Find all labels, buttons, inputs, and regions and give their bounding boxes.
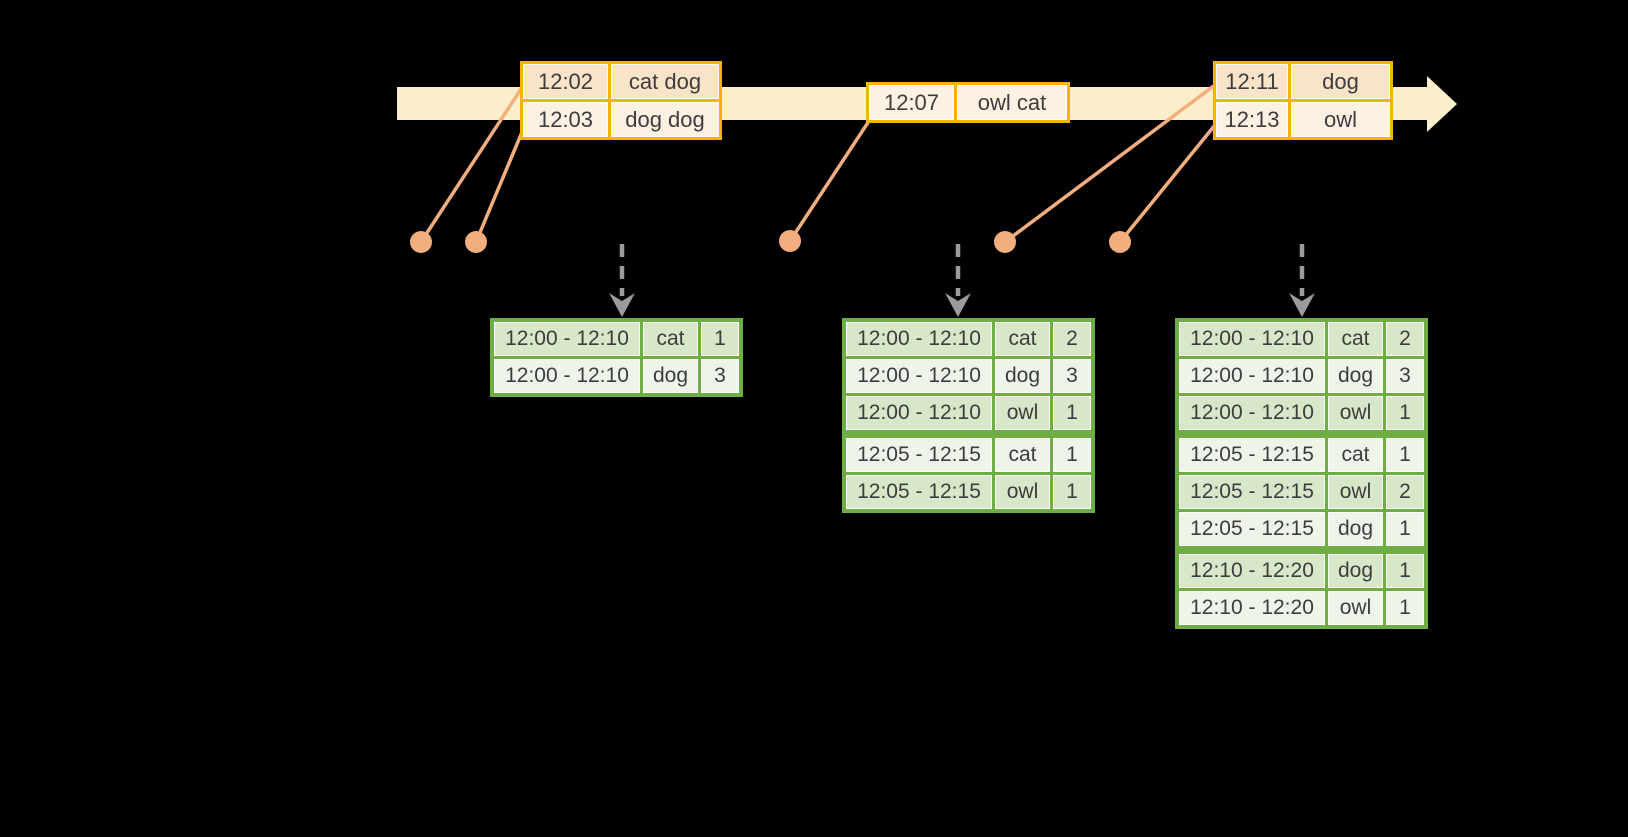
word-cell: cat <box>1328 322 1383 356</box>
word-cell: dog <box>995 359 1050 393</box>
word-cell: cat <box>995 322 1050 356</box>
connector-line <box>788 120 871 242</box>
time-cell: 12:13 <box>1216 102 1288 137</box>
window-cell: 12:00 - 12:10 <box>1179 322 1325 356</box>
event-time-axis-arrowhead-icon <box>1427 76 1457 132</box>
window-cell: 12:00 - 12:10 <box>494 322 640 356</box>
count-cell: 1 <box>1386 554 1424 588</box>
word-cell: dog <box>1328 359 1383 393</box>
words-cell: owl <box>1291 102 1390 137</box>
window-cell: 12:05 - 12:15 <box>1179 475 1325 509</box>
count-cell: 1 <box>1386 591 1424 625</box>
trigger-arrowhead-icon <box>945 293 971 317</box>
count-cell: 2 <box>1386 322 1424 356</box>
word-cell: owl <box>1328 475 1383 509</box>
count-cell: 2 <box>1053 322 1091 356</box>
trigger-arrowhead-icon <box>609 293 635 317</box>
connector-line <box>474 124 527 243</box>
window-cell: 12:00 - 12:10 <box>494 359 640 393</box>
window-cell: 12:10 - 12:20 <box>1179 591 1325 625</box>
word-cell: dog <box>643 359 698 393</box>
count-cell: 1 <box>1386 512 1424 546</box>
event-dot <box>465 231 487 253</box>
count-cell: 1 <box>1386 438 1424 472</box>
words-cell: dog dog <box>611 102 719 137</box>
word-cell: cat <box>643 322 698 356</box>
window-cell: 12:05 - 12:15 <box>1179 512 1325 546</box>
time-cell: 12:02 <box>523 64 608 99</box>
event-dot <box>994 231 1016 253</box>
count-cell: 1 <box>1053 475 1091 509</box>
words-cell: dog <box>1291 64 1390 99</box>
window-cell: 12:05 - 12:15 <box>846 438 992 472</box>
window-cell: 12:00 - 12:10 <box>1179 396 1325 430</box>
window-cell: 12:05 - 12:15 <box>1179 438 1325 472</box>
word-cell: owl <box>1328 396 1383 430</box>
words-cell: owl cat <box>957 85 1067 120</box>
window-cell: 12:05 - 12:15 <box>846 475 992 509</box>
count-cell: 2 <box>1386 475 1424 509</box>
count-cell: 1 <box>1386 396 1424 430</box>
time-cell: 12:03 <box>523 102 608 137</box>
word-cell: owl <box>995 475 1050 509</box>
count-cell: 3 <box>1053 359 1091 393</box>
count-cell: 1 <box>1053 438 1091 472</box>
window-cell: 12:00 - 12:10 <box>846 359 992 393</box>
time-cell: 12:11 <box>1216 64 1288 99</box>
event-dot <box>779 230 801 252</box>
time-cell: 12:07 <box>869 85 954 120</box>
count-cell: 3 <box>701 359 739 393</box>
connector-line <box>1118 123 1217 244</box>
event-dot <box>410 231 432 253</box>
word-cell: owl <box>1328 591 1383 625</box>
word-cell: owl <box>995 396 1050 430</box>
window-cell: 12:00 - 12:10 <box>846 322 992 356</box>
words-cell: cat dog <box>611 64 719 99</box>
window-cell: 12:00 - 12:10 <box>846 396 992 430</box>
count-cell: 3 <box>1386 359 1424 393</box>
window-cell: 12:10 - 12:20 <box>1179 554 1325 588</box>
window-cell: 12:00 - 12:10 <box>1179 359 1325 393</box>
event-dot <box>1109 231 1131 253</box>
word-cell: cat <box>995 438 1050 472</box>
count-cell: 1 <box>701 322 739 356</box>
word-cell: dog <box>1328 512 1383 546</box>
count-cell: 1 <box>1053 396 1091 430</box>
trigger-arrowhead-icon <box>1289 293 1315 317</box>
word-cell: cat <box>1328 438 1383 472</box>
word-cell: dog <box>1328 554 1383 588</box>
